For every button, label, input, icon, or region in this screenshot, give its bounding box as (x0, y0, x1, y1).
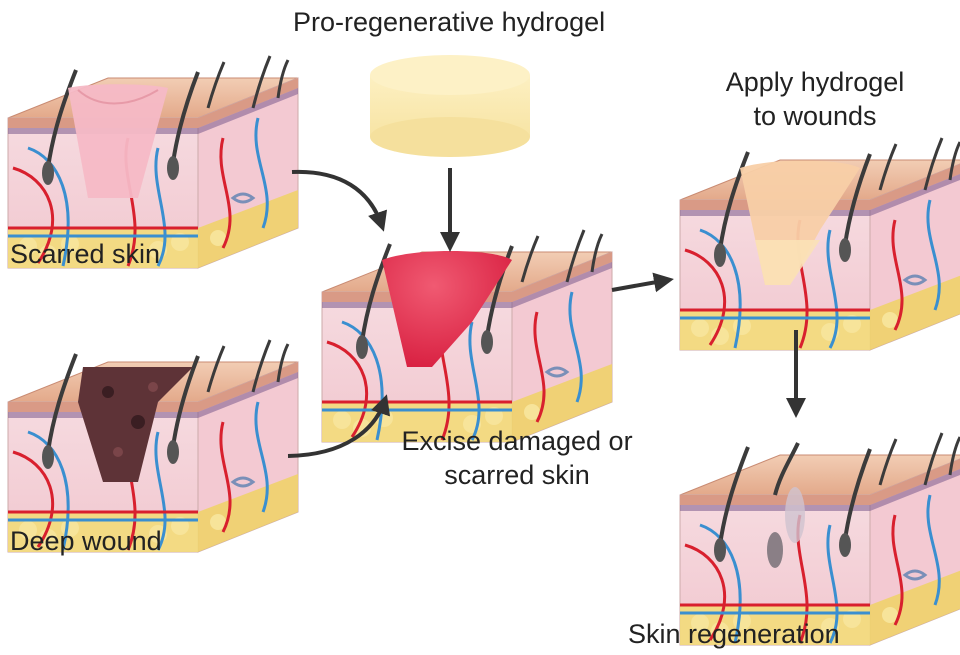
label-deep-wound: Deep wound (10, 526, 162, 556)
label-scarred-skin: Scarred skin (10, 239, 161, 269)
arrow-excise-to-apply (611, 272, 674, 293)
arrow-scarred-to-excise (291, 169, 388, 232)
deep-wound-illustration (6, 338, 300, 554)
label-apply-line1: Apply hydrogel (725, 67, 905, 97)
regenerated-skin-illustration (678, 431, 960, 647)
scarred-skin-illustration (6, 54, 300, 270)
label-hydrogel: Pro-regenerative hydrogel (293, 7, 606, 37)
label-skin-regeneration: Skin regeneration (628, 619, 840, 649)
label-apply-line2: to wounds (753, 101, 877, 131)
applied-hydrogel-illustration (678, 136, 960, 352)
arrow-wound-to-excise (287, 394, 391, 458)
excised-skin-illustration (320, 228, 614, 444)
hydrogel-disk (370, 55, 530, 157)
label-excise-line1: Excise damaged or (401, 426, 633, 456)
label-excise-line2: scarred skin (444, 460, 590, 490)
